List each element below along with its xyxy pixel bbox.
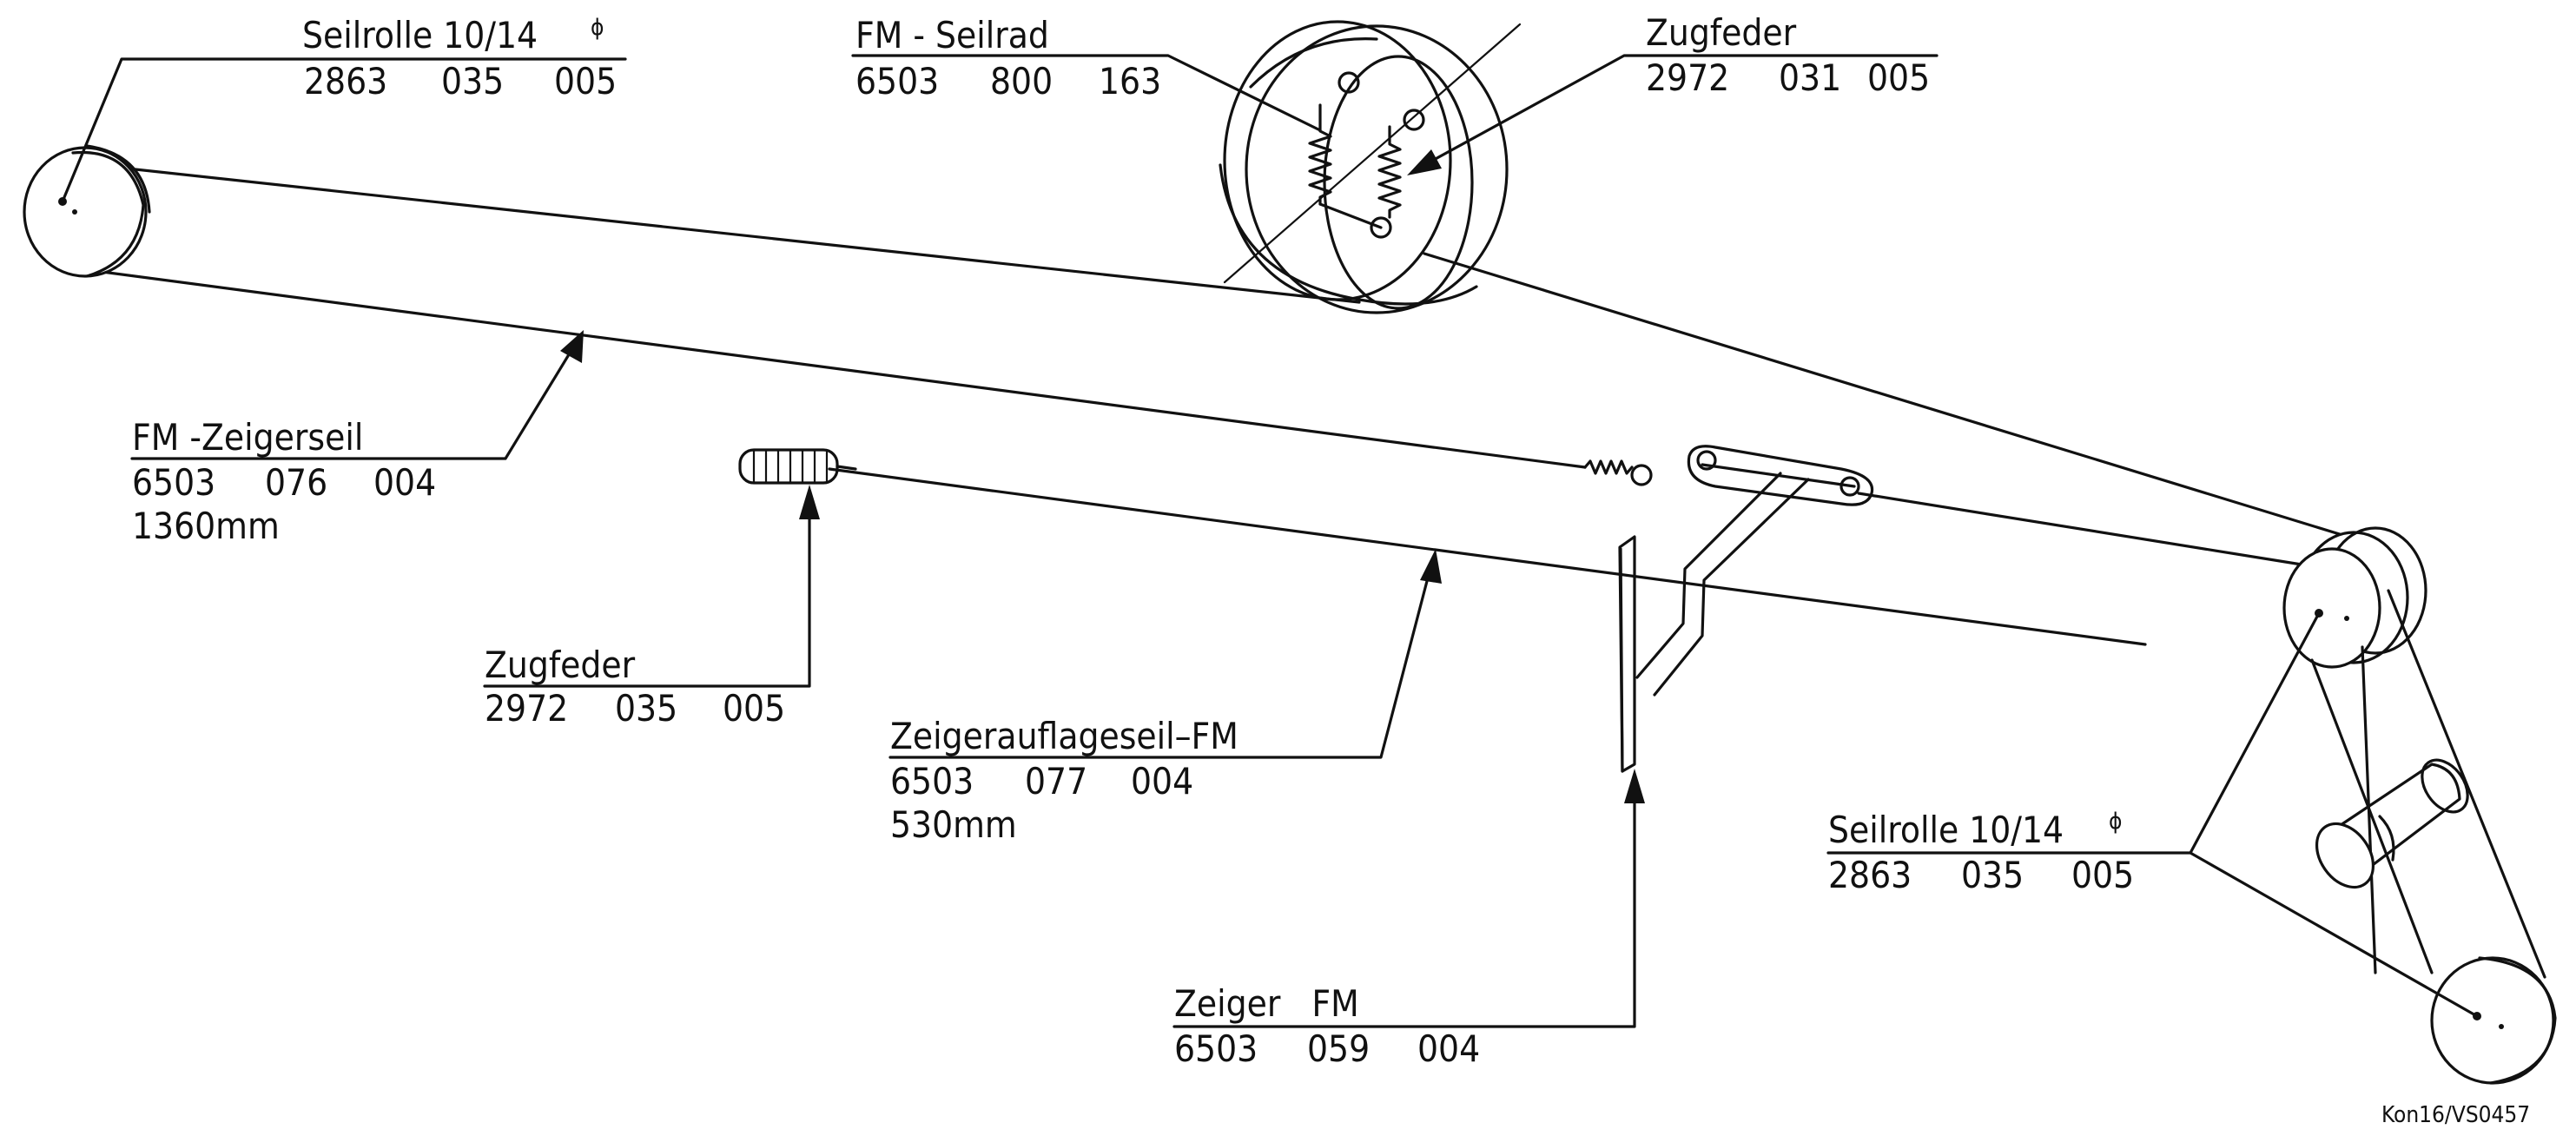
cable-length: 530mm [890, 803, 1017, 846]
leaders [61, 54, 2479, 1028]
pointer-support-cable-line [828, 467, 2147, 646]
pulley-right-lower [2430, 956, 2557, 1085]
pointer-fm-name: Zeiger FM [1174, 982, 1359, 1025]
diameter-symbol: ϕ [2109, 809, 2122, 835]
pulley-top-left-name: Seilrolle 10/14 [302, 14, 538, 56]
part-number-2: 031 [1779, 56, 1841, 99]
tension-spring-left-name: Zugfeder [485, 644, 636, 686]
part-number-1: 2972 [485, 687, 568, 730]
pointer-support-cable-name: Zeigerauflageseil–FM [890, 715, 1238, 757]
label-tension-spring-top: Zugfeder 2972 031 005 [1646, 11, 1930, 99]
cable-length: 1360mm [132, 505, 280, 547]
part-number-1: 6503 [855, 60, 939, 102]
part-number-3: 005 [1867, 56, 1930, 99]
label-pointer-support-cable: Zeigerauflageseil–FM 6503 077 004 530mm [890, 715, 1238, 846]
part-number-2: 077 [1025, 760, 1087, 802]
part-number-3: 004 [1417, 1027, 1480, 1070]
pointer-slider-assembly [1583, 445, 1874, 773]
fm-pointer-cable-name: FM -Zeigerseil [132, 416, 363, 459]
part-number-2: 035 [441, 60, 504, 102]
part-number-3: 004 [373, 461, 436, 504]
part-number-2: 059 [1307, 1027, 1370, 1070]
part-number-3: 004 [1131, 760, 1193, 802]
label-pulley-right: Seilrolle 10/14 ϕ 2863 035 005 [1828, 809, 2134, 896]
part-number-1: 6503 [132, 461, 215, 504]
fm-pointer-cable-lines [94, 163, 2355, 566]
pulley-right-name: Seilrolle 10/14 [1828, 809, 2064, 851]
label-pulley-top-left: Seilrolle 10/14 ϕ 2863 035 005 [302, 14, 617, 102]
part-number-3: 005 [554, 60, 617, 102]
diameter-symbol: ϕ [591, 15, 604, 41]
tuning-knob [2315, 758, 2469, 889]
part-number-2: 035 [615, 687, 677, 730]
part-number-3: 163 [1099, 60, 1161, 102]
part-number-2: 800 [990, 60, 1053, 102]
label-tension-spring-left: Zugfeder 2972 035 005 [485, 644, 785, 730]
part-number-1: 6503 [1174, 1027, 1258, 1070]
drawing-code: Kon16/VS0457 [2381, 1102, 2530, 1128]
part-number-3: 005 [2071, 854, 2134, 896]
tension-spring-top-name: Zugfeder [1646, 11, 1797, 54]
label-pointer-fm: Zeiger FM 6503 059 004 [1174, 982, 1480, 1070]
label-fm-pointer-cable: FM -Zeigerseil 6503 076 004 1360mm [132, 416, 436, 547]
fm-cable-wheel [1219, 20, 1522, 314]
fm-cable-wheel-name: FM - Seilrad [855, 14, 1049, 56]
part-number-1: 2863 [304, 60, 387, 102]
pulley-top-left [23, 144, 151, 278]
tension-spring-left [738, 448, 857, 485]
part-number-3: 005 [723, 687, 785, 730]
label-fm-cable-wheel: FM - Seilrad 6503 800 163 [855, 14, 1161, 102]
part-number-1: 6503 [890, 760, 974, 802]
part-number-1: 2972 [1646, 56, 1729, 99]
pulley-right-upper [2282, 526, 2427, 669]
part-number-2: 076 [265, 461, 327, 504]
part-number-2: 035 [1961, 854, 2024, 896]
part-number-1: 2863 [1828, 854, 1912, 896]
